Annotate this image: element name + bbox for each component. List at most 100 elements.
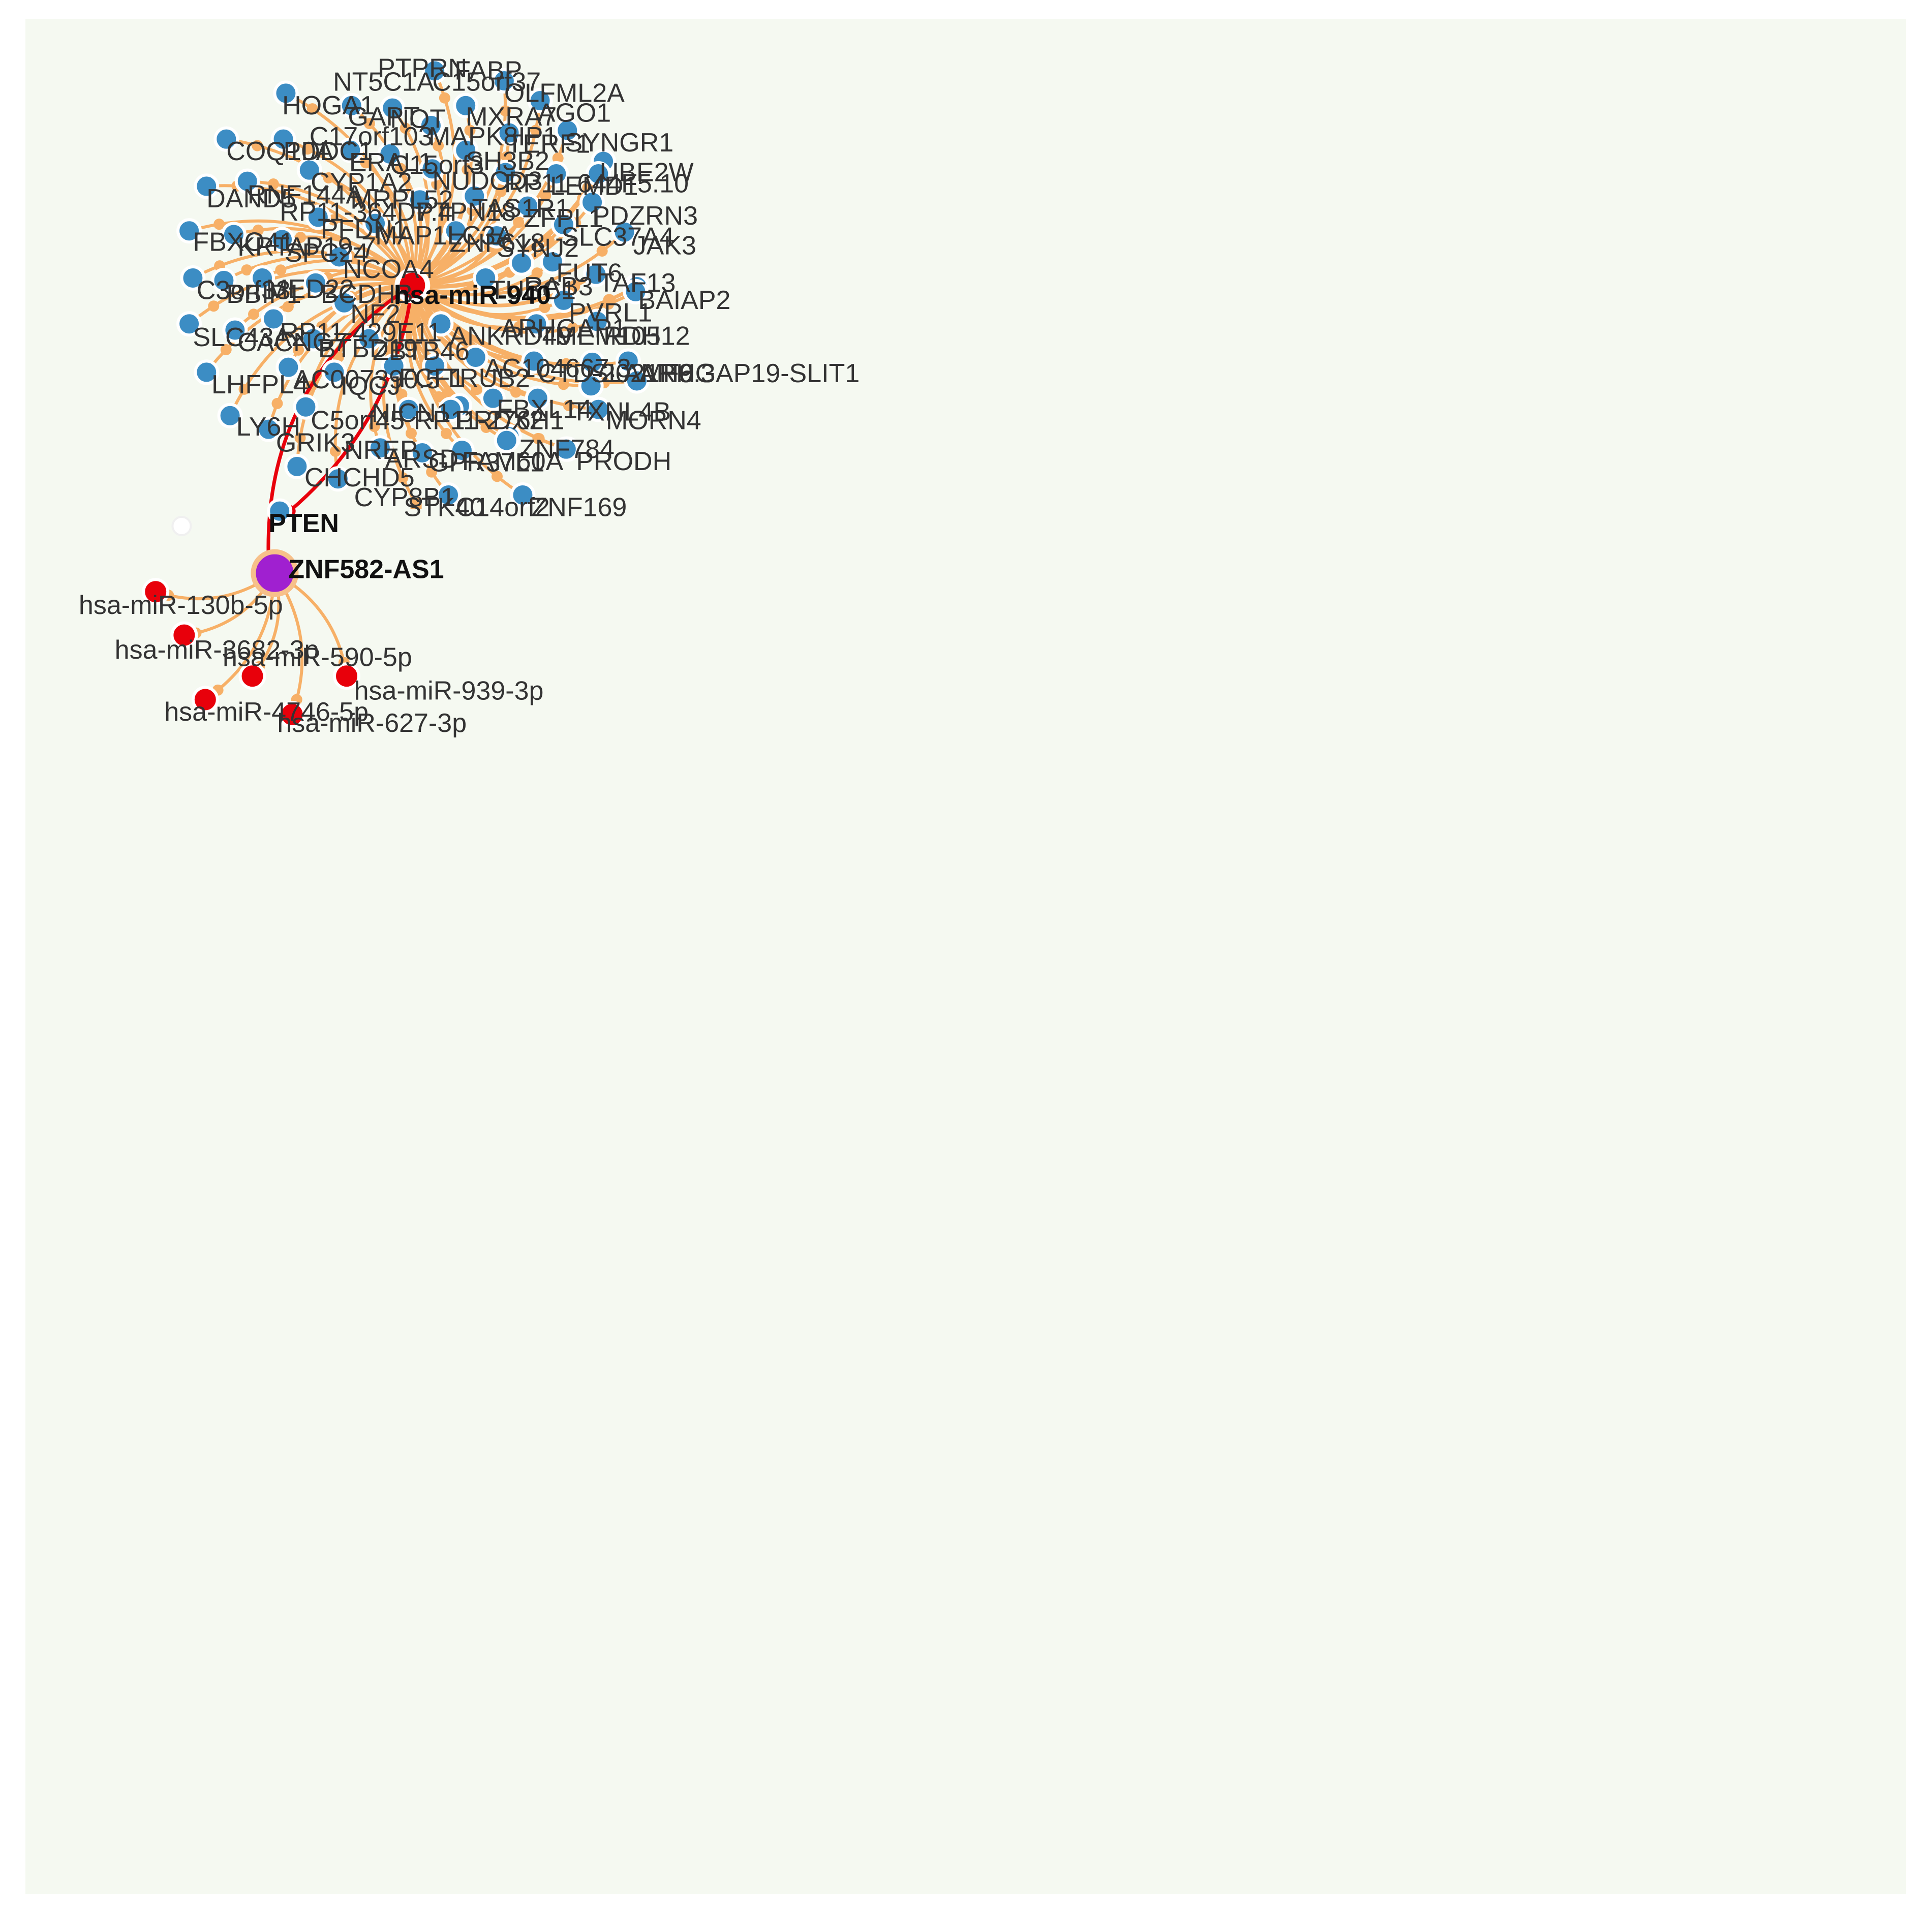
label-c14orf2: C14orf2 bbox=[456, 492, 550, 522]
node-ankrd49[interactable] bbox=[428, 311, 454, 337]
node-ptprn[interactable] bbox=[422, 58, 448, 84]
node-c14orf2[interactable] bbox=[436, 482, 462, 508]
node-mapk8ip1[interactable] bbox=[453, 137, 479, 163]
node-tas1r1[interactable] bbox=[443, 218, 469, 244]
node-c5orf45[interactable] bbox=[293, 394, 319, 420]
label-slc43a2: SLC43A2 bbox=[193, 323, 306, 352]
node-pten[interactable] bbox=[267, 498, 293, 524]
node-hsa-mir-4746-5p[interactable] bbox=[191, 686, 219, 714]
node-fabp[interactable] bbox=[491, 68, 517, 94]
edge-end-cyp1a2 bbox=[323, 172, 334, 183]
edge-end-lhfpl4 bbox=[220, 344, 232, 355]
node-prodh[interactable] bbox=[553, 436, 579, 462]
node-pvrl1[interactable] bbox=[584, 308, 610, 334]
node-fbxo41[interactable] bbox=[176, 218, 202, 244]
node-mxra7[interactable] bbox=[496, 120, 522, 146]
node-znf618[interactable] bbox=[509, 250, 534, 276]
edge-end-prodh bbox=[532, 433, 544, 444]
node-grik3[interactable] bbox=[256, 416, 282, 442]
node-krtap19-7[interactable] bbox=[221, 222, 247, 248]
node-hsa-mir-627-3p[interactable] bbox=[278, 700, 306, 728]
node-nicn1[interactable] bbox=[395, 396, 421, 422]
node-nrep[interactable] bbox=[367, 435, 393, 461]
node-rp11-364d7-4[interactable] bbox=[305, 204, 331, 230]
node-c3orf33[interactable] bbox=[180, 265, 206, 291]
node-rp11-276h1[interactable] bbox=[438, 396, 464, 422]
node-terf1[interactable] bbox=[493, 160, 518, 186]
node-bbip1[interactable] bbox=[211, 267, 237, 293]
node-ago1[interactable] bbox=[555, 117, 580, 143]
node-c17orf103[interactable] bbox=[338, 137, 363, 163]
node-fut6[interactable] bbox=[583, 261, 609, 287]
node-olfml2a[interactable] bbox=[527, 88, 553, 114]
node-c15orf3[interactable] bbox=[419, 156, 445, 182]
node-bcdhb[interactable] bbox=[331, 290, 357, 316]
node-baiap2[interactable] bbox=[623, 279, 649, 304]
node-morn4[interactable] bbox=[586, 396, 611, 422]
node-hsa-mir-3682-3p[interactable] bbox=[170, 621, 198, 649]
node-hub-mirna[interactable] bbox=[394, 267, 431, 303]
node-hsa-mir-939-3p[interactable] bbox=[332, 662, 360, 690]
node-nudcd3[interactable] bbox=[462, 183, 487, 209]
node-rp11-429e11[interactable] bbox=[356, 326, 382, 352]
node-iqcj[interactable] bbox=[321, 359, 347, 385]
node-ube2w[interactable] bbox=[586, 161, 611, 187]
node-zfpl1[interactable] bbox=[550, 212, 576, 238]
node-fam60a[interactable] bbox=[494, 427, 519, 453]
label-prodh: PRODH bbox=[576, 447, 671, 476]
node-arhgap19-slit1[interactable] bbox=[624, 368, 650, 394]
node-not[interactable] bbox=[418, 112, 444, 138]
node-ptpn18[interactable] bbox=[362, 210, 388, 236]
node-txnl4b[interactable] bbox=[525, 385, 550, 411]
node-ac007390-5[interactable] bbox=[275, 354, 301, 380]
node-pddc1[interactable] bbox=[270, 126, 296, 152]
node-slc43a2[interactable] bbox=[176, 311, 202, 337]
node-lemd1[interactable] bbox=[579, 190, 605, 215]
node-hsa-mir-130b-5p[interactable] bbox=[142, 578, 170, 606]
node-cyp8b1[interactable] bbox=[325, 466, 351, 492]
node-fcf1[interactable] bbox=[422, 353, 448, 379]
node-lncrna[interactable] bbox=[251, 549, 299, 597]
node-zbtb46[interactable] bbox=[381, 353, 407, 379]
node-lhfpl4[interactable] bbox=[194, 359, 220, 385]
node-med22[interactable] bbox=[250, 265, 275, 291]
node-pfdn1[interactable] bbox=[269, 227, 295, 253]
node-eral1[interactable] bbox=[377, 141, 403, 167]
node-nf2[interactable] bbox=[261, 306, 286, 332]
node-hoga1[interactable] bbox=[273, 80, 299, 106]
node-spc24[interactable] bbox=[326, 244, 352, 270]
node-dand5[interactable] bbox=[194, 173, 220, 199]
node-ac104667-3[interactable] bbox=[463, 345, 488, 371]
node-btbd19[interactable] bbox=[300, 326, 326, 352]
node-nt5c1a[interactable] bbox=[339, 92, 364, 118]
node-mrpl52[interactable] bbox=[407, 187, 433, 213]
node-gpr37l1[interactable] bbox=[449, 438, 475, 464]
node-rnf144a[interactable] bbox=[234, 168, 260, 194]
node-c15orf37[interactable] bbox=[453, 92, 479, 118]
node-prdx2[interactable] bbox=[480, 385, 506, 411]
node-rab3[interactable] bbox=[550, 287, 576, 313]
node-stk40[interactable] bbox=[410, 498, 422, 510]
node-ncoa4[interactable] bbox=[302, 270, 328, 296]
node-arhgap1[interactable] bbox=[524, 311, 549, 337]
node-sh3b2[interactable] bbox=[543, 161, 569, 187]
node-ctd-2021h9-3[interactable] bbox=[521, 348, 547, 374]
node-tusc1[interactable] bbox=[473, 265, 499, 291]
node-pdzrn3[interactable] bbox=[611, 219, 637, 245]
node-hsa-mir-590-5p[interactable] bbox=[238, 662, 266, 690]
node-synj2[interactable] bbox=[540, 249, 565, 275]
label-ago1: AGO1 bbox=[538, 99, 611, 128]
node-arsd[interactable] bbox=[409, 440, 435, 466]
node-cacng7[interactable] bbox=[222, 317, 248, 343]
node-znf169[interactable] bbox=[510, 482, 536, 508]
node-gapt[interactable] bbox=[380, 95, 406, 121]
node-chchd5[interactable] bbox=[284, 453, 310, 479]
node-cyp1a2[interactable] bbox=[296, 157, 322, 183]
node-map1lc3a[interactable] bbox=[484, 223, 510, 249]
node-ly6h[interactable] bbox=[217, 403, 243, 428]
node-rp11-644f5-10[interactable] bbox=[515, 193, 541, 219]
node-slamf6[interactable] bbox=[578, 373, 604, 399]
node-coq10a[interactable] bbox=[213, 126, 239, 152]
